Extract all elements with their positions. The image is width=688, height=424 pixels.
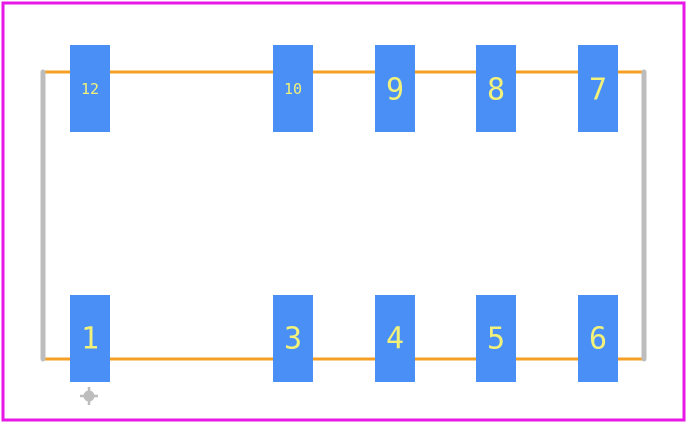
pad-3[interactable]: 3	[273, 295, 313, 382]
top-row-pads: 12 10 9 8 7	[70, 45, 618, 132]
pad-8[interactable]: 8	[476, 45, 516, 132]
pad-label: 7	[589, 73, 607, 108]
pad-label: 9	[386, 73, 404, 108]
pad-label: 12	[81, 80, 99, 98]
pad-label: 4	[386, 322, 404, 357]
pad-label: 10	[284, 80, 302, 98]
pad-label: 1	[81, 322, 99, 357]
pad-4[interactable]: 4	[375, 295, 415, 382]
pad-label: 8	[487, 73, 505, 108]
pad-9[interactable]: 9	[375, 45, 415, 132]
crosshair-circle-icon	[80, 387, 98, 405]
pad-label: 3	[284, 322, 302, 357]
pad-label: 5	[487, 322, 505, 357]
pad-5[interactable]: 5	[476, 295, 516, 382]
pad-label: 6	[589, 322, 607, 357]
pad-7[interactable]: 7	[578, 45, 618, 132]
pad-1[interactable]: 1	[70, 295, 110, 382]
pad-12[interactable]: 12	[70, 45, 110, 132]
pad-6[interactable]: 6	[578, 295, 618, 382]
pad-10[interactable]: 10	[273, 45, 313, 132]
bottom-row-pads: 1 3 4 5 6	[70, 295, 618, 382]
